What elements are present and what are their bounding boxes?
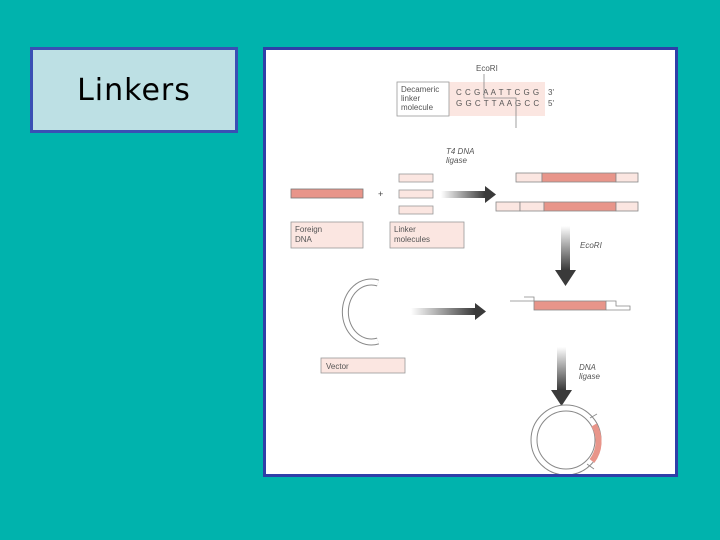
arrow-dna-ligase-head — [551, 390, 572, 406]
arrow-ecori-head — [555, 270, 576, 286]
product2-inner-linker-left — [519, 201, 545, 212]
product2-right-linker — [615, 201, 639, 212]
foreign-dna-label-line2: DNA — [295, 235, 313, 244]
product2-foreign-dna — [543, 201, 617, 212]
prime-5-label: 5' — [548, 99, 554, 108]
arrow-ligation-shaft — [441, 191, 485, 198]
plus-sign: + — [378, 189, 383, 199]
arrow-dna-ligase-shaft — [557, 347, 566, 390]
insert-junction-top — [589, 413, 598, 419]
linker-molecule-1 — [398, 173, 434, 183]
ecori-cut-line-staggered — [483, 90, 517, 108]
product1-right-linker — [615, 172, 639, 183]
slide-title-box: Linkers — [30, 47, 238, 133]
foreign-dna-label-line1: Foreign — [295, 225, 322, 234]
linker-molecules-label-line2: molecules — [394, 235, 430, 244]
linker-molecule-3 — [398, 205, 434, 215]
slide-title: Linkers — [77, 72, 191, 108]
arrow-vector-head — [475, 303, 486, 320]
decameric-label-line3: molecule — [401, 103, 434, 112]
t4-ligase-label-line1: T4 DNA — [446, 147, 474, 156]
recombinant-plasmid-inner — [531, 405, 601, 474]
insert-junction-bottom — [586, 463, 595, 470]
vector-label-box — [320, 357, 406, 374]
sticky-end-right — [606, 300, 631, 311]
decameric-label-box — [396, 81, 450, 117]
decameric-label-line2: linker — [401, 94, 420, 103]
dna-ligase-label-line2: ligase — [579, 372, 600, 381]
ecori-top-label: EcoRI — [476, 64, 498, 73]
linker-molecules-label-line1: Linker — [394, 225, 416, 234]
dna-ligase-label-line1: DNA — [579, 363, 596, 372]
linker-diagram: Decameric linker molecule C C G A A T T … — [290, 64, 639, 474]
product1-left-linker — [515, 172, 543, 183]
product2-outer-linker-left — [495, 201, 521, 212]
sticky-end-left — [510, 296, 535, 302]
arrow-vector-shaft — [411, 308, 475, 315]
vector-plasmid-inner — [342, 279, 379, 345]
arrow-ligation-head — [485, 186, 496, 203]
t4-ligase-label-line2: ligase — [446, 156, 467, 165]
foreign-dna-fragment — [290, 188, 364, 199]
sticky-fragment-foreign-dna — [533, 300, 607, 311]
sequence-top-strand: C C G A A T T C G G — [456, 88, 540, 97]
linker-molecules-label-box — [389, 221, 465, 249]
vector-label: Vector — [326, 362, 349, 371]
foreign-dna-label-box — [290, 221, 364, 249]
ecori-mid-label: EcoRI — [580, 241, 603, 250]
prime-3-label: 3' — [548, 88, 554, 97]
linker-molecule-2 — [398, 189, 434, 199]
recombinant-plasmid-insert — [589, 423, 602, 463]
product1-foreign-dna — [541, 172, 617, 183]
arrow-ecori-shaft — [561, 226, 570, 270]
decameric-label-line1: Decameric — [401, 85, 439, 94]
figure-frame: Decameric linker molecule C C G A A T T … — [263, 47, 678, 477]
sequence-bottom-strand: G G C T T A A G C C — [456, 99, 540, 108]
